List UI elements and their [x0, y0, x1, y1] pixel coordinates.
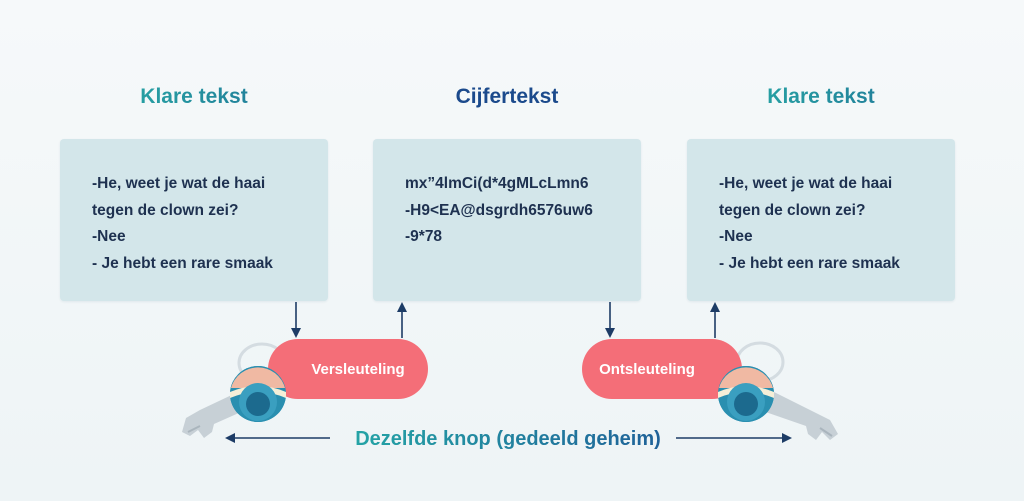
plaintext-box-right: -He, weet je wat de haai tegen de clown …: [687, 139, 955, 301]
text-line: - Je hebt een rare smaak: [719, 254, 900, 272]
text-line: tegen de clown zei?: [92, 201, 239, 219]
text-line: -9*78: [405, 228, 443, 245]
plaintext-heading-left: Klare tekst: [60, 82, 328, 112]
shared-key-label: Dezelfde knop (gedeeld geheim): [343, 425, 673, 453]
text-line: -Nee: [719, 228, 753, 245]
plaintext-box-left: -He, weet je wat de haai tegen de clown …: [60, 139, 328, 301]
text-line: tegen de clown zei?: [719, 201, 866, 219]
plaintext-heading-right: Klare tekst: [687, 82, 955, 112]
text-line: mx”4lmCi(d*4gMLcLmn6: [405, 175, 589, 192]
encrypt-button: Versleuteling: [268, 339, 428, 399]
text-line: -He, weet je wat de haai: [719, 175, 893, 192]
ciphertext-box: mx”4lmCi(d*4gMLcLmn6 -H9<EA@dsgrdh6576uw…: [373, 139, 641, 301]
decrypt-button: Ontsleuteling: [582, 339, 742, 399]
ciphertext-heading: Cijfertekst: [455, 85, 559, 108]
text-line: - Je hebt een rare smaak: [92, 254, 273, 272]
text-line: -Nee: [92, 228, 126, 245]
text-line: -H9<EA@dsgrdh6576uw6: [405, 201, 593, 219]
text-line: -He, weet je wat de haai: [92, 175, 266, 192]
